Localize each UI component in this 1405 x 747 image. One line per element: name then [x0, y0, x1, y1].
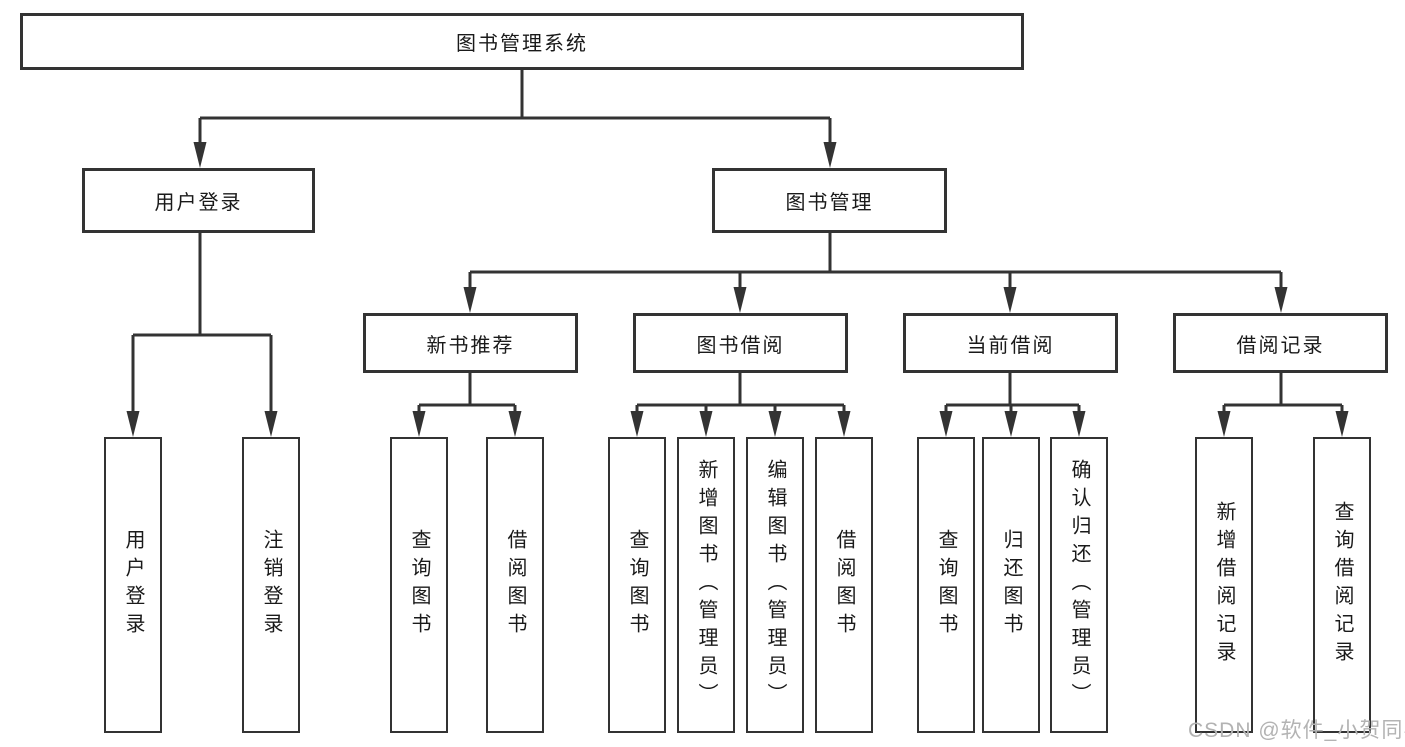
leaf-return-books: 归还图书 [982, 437, 1040, 733]
node-book-management: 图书管理 [712, 168, 947, 233]
leaf-query-books-3-label: 查询图书 [935, 529, 957, 641]
leaf-query-books-3: 查询图书 [917, 437, 975, 733]
leaf-borrow-books-2: 借阅图书 [815, 437, 873, 733]
leaf-return-books-label: 归还图书 [1000, 529, 1022, 641]
node-root-label: 图书管理系统 [456, 33, 588, 55]
leaf-query-books-1: 查询图书 [390, 437, 448, 733]
leaf-confirm-return-admin: 确认归还（管理员） [1050, 437, 1108, 733]
leaf-user-login: 用户登录 [104, 437, 162, 733]
node-book-borrow-label: 图书借阅 [696, 334, 785, 357]
leaf-query-books-2-label: 查询图书 [626, 529, 648, 641]
leaf-borrow-books-1-label: 借阅图书 [504, 529, 526, 641]
leaf-query-books-2: 查询图书 [608, 437, 666, 733]
leaf-query-borrow-record-label: 查询借阅记录 [1331, 501, 1353, 669]
node-root-library-system: 图书管理系统 [20, 13, 1024, 70]
node-current-borrow: 当前借阅 [903, 313, 1118, 373]
leaf-query-borrow-record: 查询借阅记录 [1313, 437, 1371, 733]
leaf-logout-label: 注销登录 [260, 529, 282, 641]
node-current-borrow-label: 当前借阅 [966, 334, 1055, 357]
leaf-borrow-books-2-label: 借阅图书 [833, 529, 855, 641]
node-new-book-recommend: 新书推荐 [363, 313, 578, 373]
node-borrow-records: 借阅记录 [1173, 313, 1388, 373]
leaf-user-login-label: 用户登录 [122, 529, 144, 641]
leaf-add-books-admin-label: 新增图书（管理员） [695, 459, 717, 711]
leaf-borrow-books-1: 借阅图书 [486, 437, 544, 733]
leaf-edit-books-admin-label: 编辑图书（管理员） [764, 459, 786, 711]
node-book-management-label: 图书管理 [785, 192, 874, 214]
node-user-login: 用户登录 [82, 168, 315, 233]
node-new-book-recommend-label: 新书推荐 [426, 334, 515, 357]
node-user-login-label: 用户登录 [154, 192, 243, 214]
node-book-borrow: 图书借阅 [633, 313, 848, 373]
leaf-confirm-return-admin-label: 确认归还（管理员） [1068, 459, 1090, 711]
leaf-add-borrow-record: 新增借阅记录 [1195, 437, 1253, 733]
leaf-add-borrow-record-label: 新增借阅记录 [1213, 501, 1235, 669]
leaf-edit-books-admin: 编辑图书（管理员） [746, 437, 804, 733]
node-borrow-records-label: 借阅记录 [1236, 334, 1325, 357]
leaf-query-books-1-label: 查询图书 [408, 529, 430, 641]
leaf-add-books-admin: 新增图书（管理员） [677, 437, 735, 733]
leaf-logout: 注销登录 [242, 437, 300, 733]
csdn-watermark: CSDN @软件_小贺同学 [1188, 719, 1405, 742]
